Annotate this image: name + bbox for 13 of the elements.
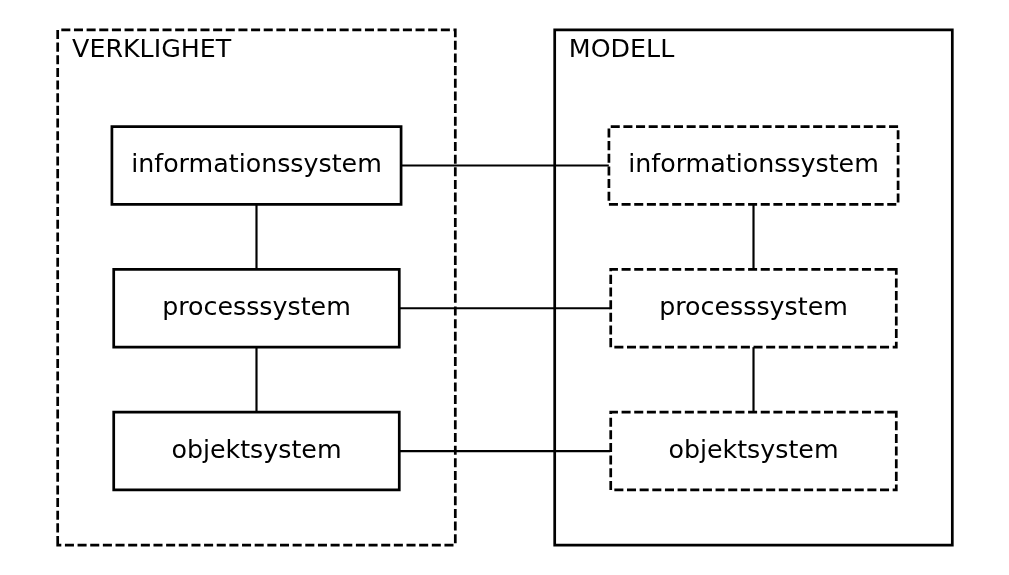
connector xyxy=(751,347,755,412)
connector xyxy=(399,449,610,453)
connector xyxy=(401,164,609,167)
node-box: informationssystem xyxy=(607,125,899,206)
connector xyxy=(399,307,610,310)
connector xyxy=(254,347,258,412)
node-box: processsystem xyxy=(608,268,898,349)
node-box: objektsystem xyxy=(111,410,401,492)
connector xyxy=(254,204,258,270)
node-box: processsystem xyxy=(111,268,401,349)
node-box: informationssystem xyxy=(110,125,402,206)
connector xyxy=(751,204,755,270)
node-box: objektsystem xyxy=(608,410,898,492)
